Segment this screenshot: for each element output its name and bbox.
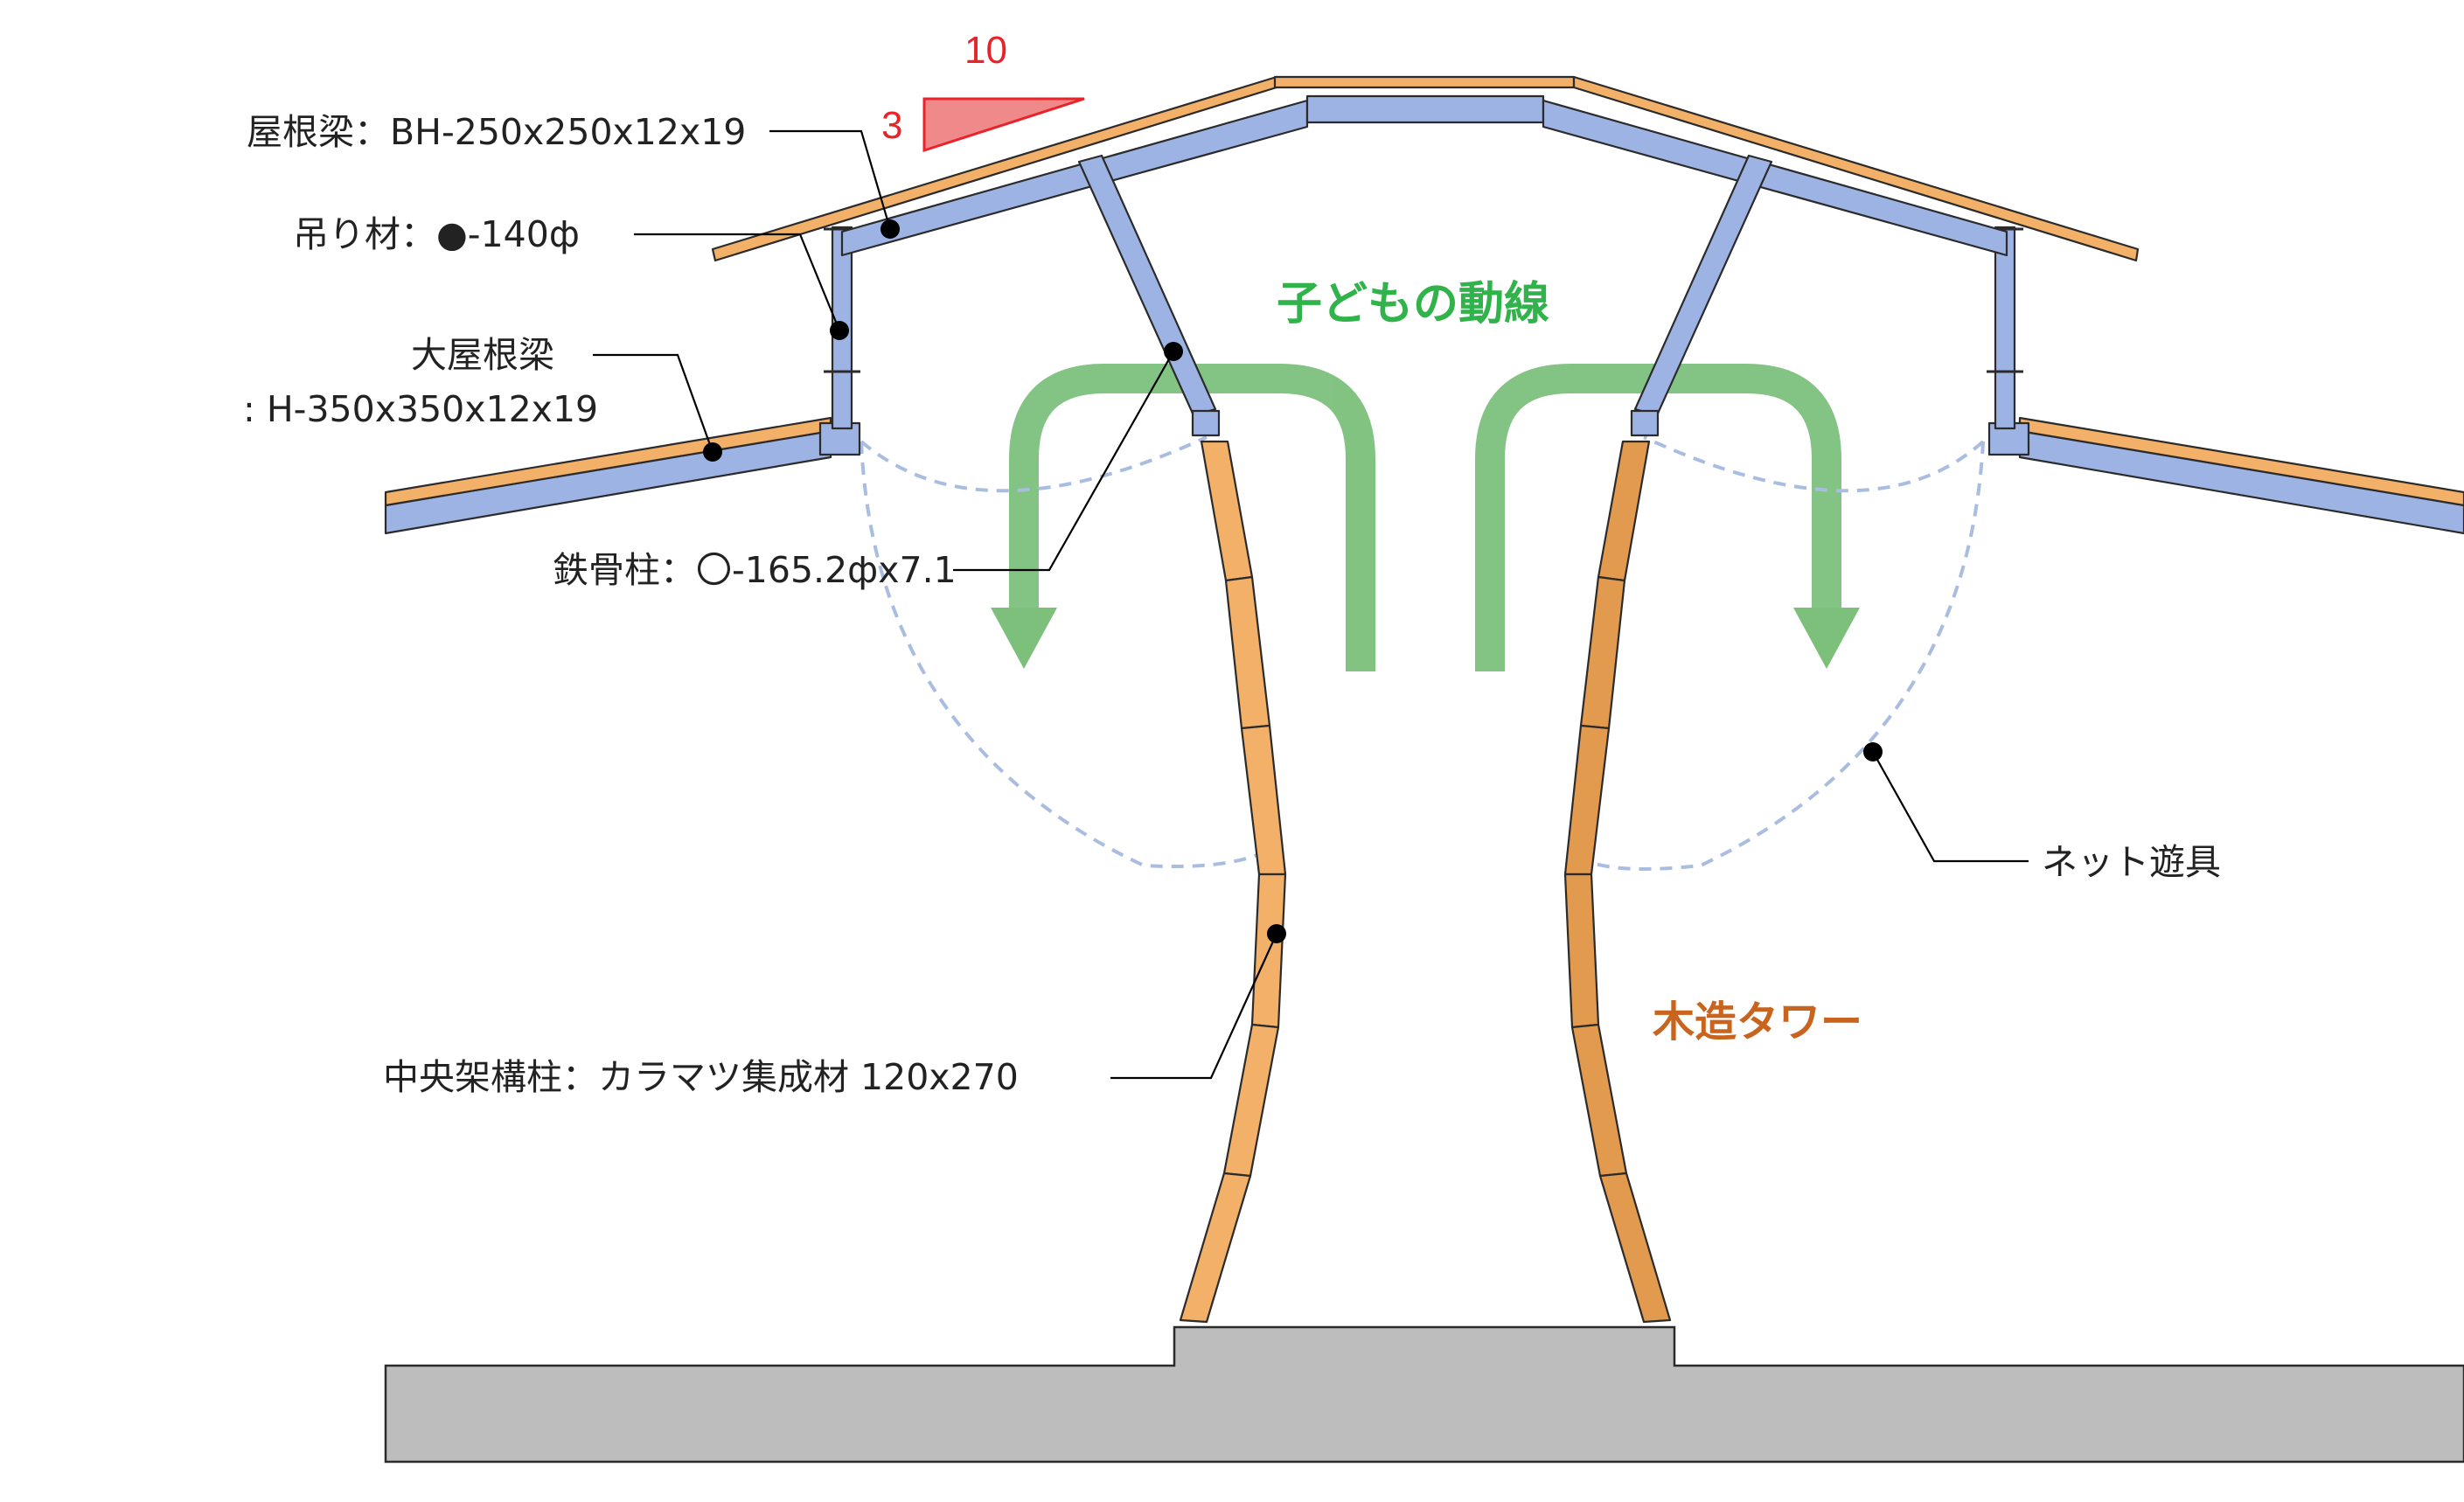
steel-strut-right: [1630, 154, 1773, 437]
leader-dots: [703, 219, 1883, 943]
net-play-label: ネット遊具: [2042, 841, 2221, 883]
slope-rise-label: 3: [881, 104, 902, 147]
net-play-curves: [860, 435, 1985, 871]
wood-tower-label: 木造タワー: [1653, 998, 1862, 1047]
leader-lines: [593, 129, 2029, 1080]
hanger-right: [1987, 226, 2023, 430]
roof-beam-steel: [840, 94, 2008, 257]
kids-flow-arrows: [1009, 364, 1841, 671]
hanger-label: 吊り材：●-140ф: [293, 213, 580, 255]
flow-arrow-heads: [991, 608, 1860, 669]
slope-indicator: 10 3: [881, 29, 1085, 153]
central-column-label: 中央架構柱：カラマツ集成材 120x270: [383, 1056, 1019, 1098]
main-roof-beam-label-line2: : H-350x350x12x19: [243, 388, 598, 430]
wood-tower-right: [1563, 440, 1672, 1324]
ground-foundation: [384, 1325, 2464, 1464]
main-roof-beam-right: [1987, 416, 2464, 535]
roof-beam-label: 屋根梁：BH-250x250x12x19: [247, 111, 746, 153]
roof-wood-deck: [711, 75, 2140, 262]
kids-flow-label: 子どもの動線: [1277, 278, 1549, 330]
slope-run-label: 10: [964, 29, 1007, 72]
steel-column-label: 鉄骨柱：〇-165.2фx7.1: [553, 549, 957, 591]
wood-tower-left: [1179, 440, 1287, 1324]
main-roof-beam-left: [384, 416, 861, 535]
main-roof-beam-label-line1: 大屋根梁: [411, 334, 554, 376]
